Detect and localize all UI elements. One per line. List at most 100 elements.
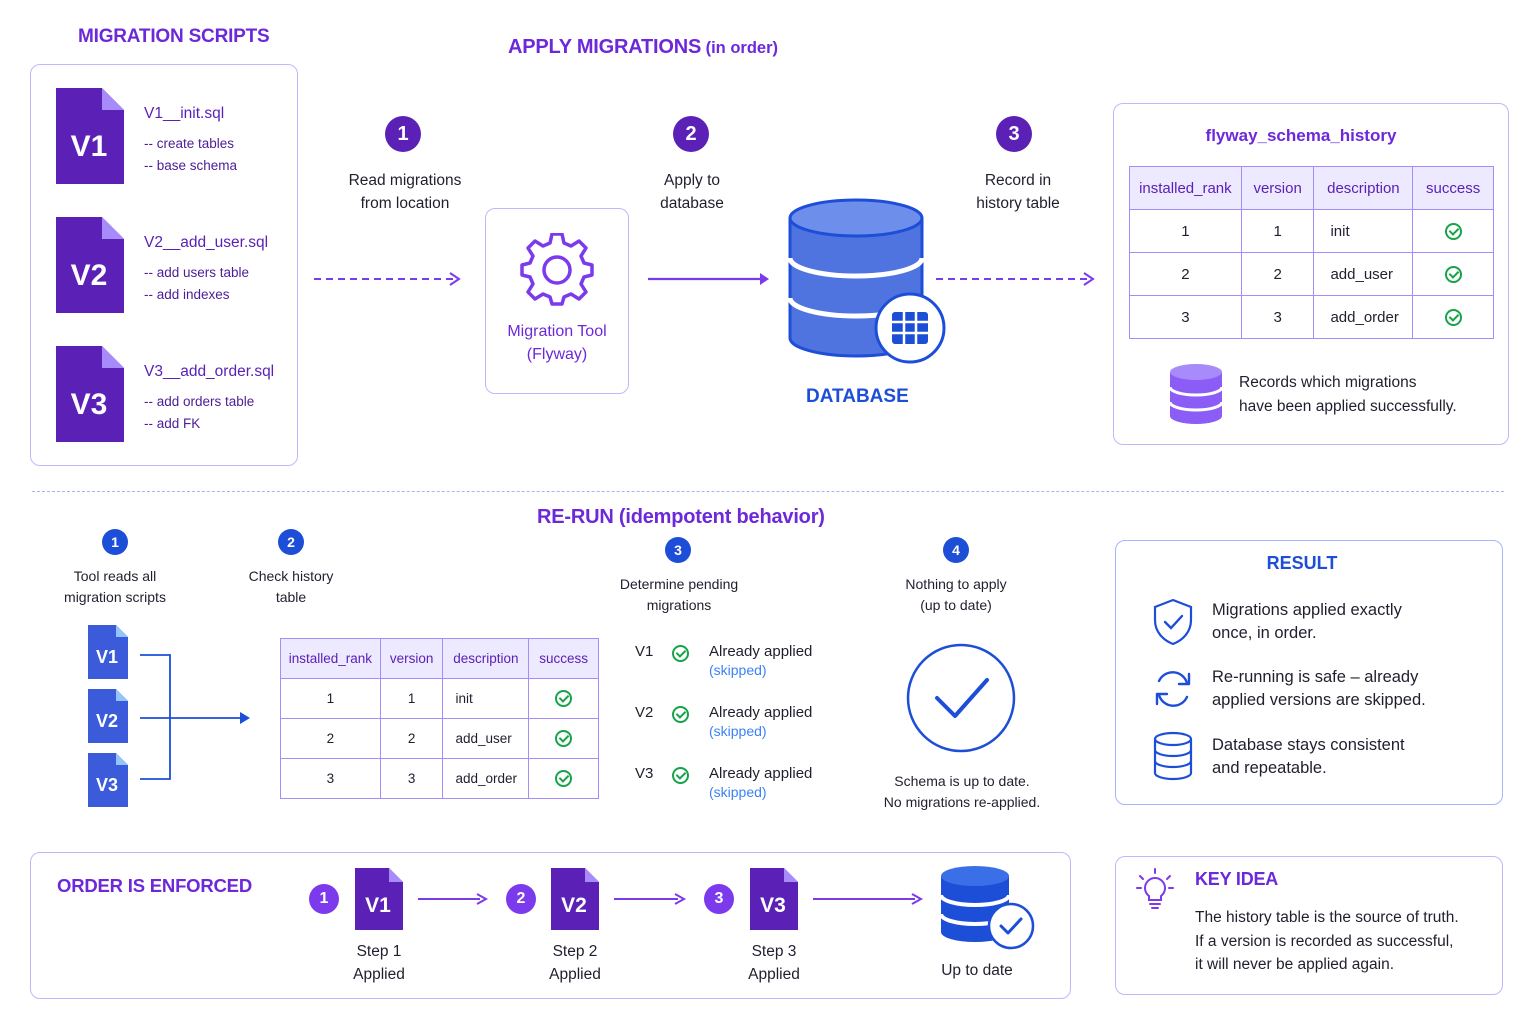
skipped-check-icon — [672, 706, 689, 723]
rerun-step-4-badge: 4 — [943, 537, 969, 563]
result-panel — [1115, 540, 1503, 805]
v3-file-icon: V3 — [56, 346, 124, 442]
v2-comment-1: -- add users table — [144, 265, 250, 280]
migration-scripts-title: MIGRATION SCRIPTS — [78, 26, 270, 47]
apply-step-3-badge: 3 — [996, 116, 1032, 152]
key-idea-title: KEY IDEA — [1195, 869, 1279, 889]
lightbulb-icon — [1136, 868, 1174, 909]
v3-comment-1: -- add orders table — [144, 394, 255, 409]
order-v2-file-icon: V2 — [551, 868, 599, 930]
success-check-icon — [555, 690, 573, 707]
col-version: version — [1240, 166, 1315, 210]
v2-file-name: V2__add_user.sql — [144, 234, 269, 251]
success-check-icon — [1444, 222, 1462, 240]
shield-check-icon — [1153, 598, 1193, 646]
order-v3-file-icon: V3 — [750, 868, 798, 930]
database-icon — [787, 198, 946, 364]
history-database-icon — [1168, 364, 1224, 424]
section-divider — [32, 491, 1504, 492]
svg-text:V1: V1 — [96, 647, 118, 667]
database-outline-icon — [1153, 731, 1193, 781]
v3-file-name: V3__add_order.sql — [144, 363, 275, 380]
rerun-v2-file-icon: V2 — [88, 689, 128, 743]
migration-tool-label: Migration Tool(Flyway) — [507, 323, 607, 363]
result-title: RESULT — [1266, 553, 1338, 573]
apply-step-1-badge: 1 — [385, 116, 421, 152]
rerun-step-2-badge: 2 — [278, 529, 304, 555]
dashed-arrow-record — [936, 272, 1095, 286]
v2-file-icon: V2 — [56, 217, 124, 313]
order-step-1-badge: 1 — [309, 884, 339, 914]
rerun-v1-file-icon: V1 — [88, 625, 128, 679]
up-to-date-check-icon — [906, 643, 1016, 753]
skipped-check-icon — [672, 767, 689, 784]
order-panel — [30, 852, 1071, 999]
v1-comment-2: -- base schema — [144, 158, 238, 173]
order-step-3-badge: 3 — [704, 884, 734, 914]
history-title: flyway_schema_history — [1205, 126, 1397, 145]
apply-migrations-title: APPLY MIGRATIONS (in order) — [508, 36, 779, 58]
svg-text:V2: V2 — [96, 711, 118, 731]
success-check-icon — [1444, 265, 1462, 283]
col-success: success — [1412, 166, 1494, 210]
rerun-history-table: installed_rank version description succe… — [280, 638, 599, 799]
order-v1-file-icon: V1 — [355, 868, 403, 930]
up-to-date-text: Schema is up to date.No migrations re-ap… — [883, 773, 1041, 810]
gear-icon — [520, 233, 594, 306]
rerun-v3-file-icon: V3 — [88, 753, 128, 807]
order-arrow-3 — [813, 893, 924, 905]
key-idea-panel — [1115, 856, 1503, 995]
success-check-icon — [1444, 308, 1462, 326]
migration-tool-box — [485, 208, 629, 394]
svg-text:V2: V2 — [71, 259, 108, 292]
rerun-step-1-badge: 1 — [102, 529, 128, 555]
rerun-title: RE-RUN (idempotent behavior) — [537, 506, 825, 528]
refresh-icon — [1155, 671, 1191, 707]
rerun-step-3-badge: 3 — [665, 537, 691, 563]
order-step-2-badge: 2 — [506, 884, 536, 914]
key-idea-text: The history table is the source of truth… — [1195, 909, 1459, 973]
order-arrow-2 — [614, 893, 687, 905]
up-to-date-label: Up to date — [941, 962, 1013, 979]
svg-text:V3: V3 — [71, 388, 108, 421]
solid-arrow-apply — [648, 273, 769, 285]
order-arrow-1 — [418, 893, 489, 905]
v1-file-name: V1__init.sql — [144, 105, 225, 122]
rerun-merge-arrow — [140, 654, 250, 780]
v3-comment-2: -- add FK — [144, 416, 201, 431]
svg-text:V2: V2 — [561, 894, 587, 917]
history-table: installed_rank version description succe… — [1129, 166, 1494, 339]
rerun-step-4-label: Nothing to apply(up to date) — [905, 576, 1007, 613]
svg-text:V3: V3 — [96, 775, 118, 795]
col-installed-rank: installed_rank — [1129, 166, 1242, 210]
v1-file-icon: V1 — [56, 88, 124, 184]
v2-comment-2: -- add indexes — [144, 287, 230, 302]
svg-text:V3: V3 — [760, 894, 786, 917]
v1-badge-text: V1 — [71, 130, 108, 163]
apply-step-2-badge: 2 — [673, 116, 709, 152]
success-check-icon — [555, 770, 573, 787]
up-to-date-database-icon — [939, 866, 1035, 950]
success-check-icon — [555, 730, 573, 747]
dashed-arrow-read — [314, 272, 461, 286]
v1-comment-1: -- create tables — [144, 136, 235, 151]
database-label: DATABASE — [806, 386, 909, 407]
